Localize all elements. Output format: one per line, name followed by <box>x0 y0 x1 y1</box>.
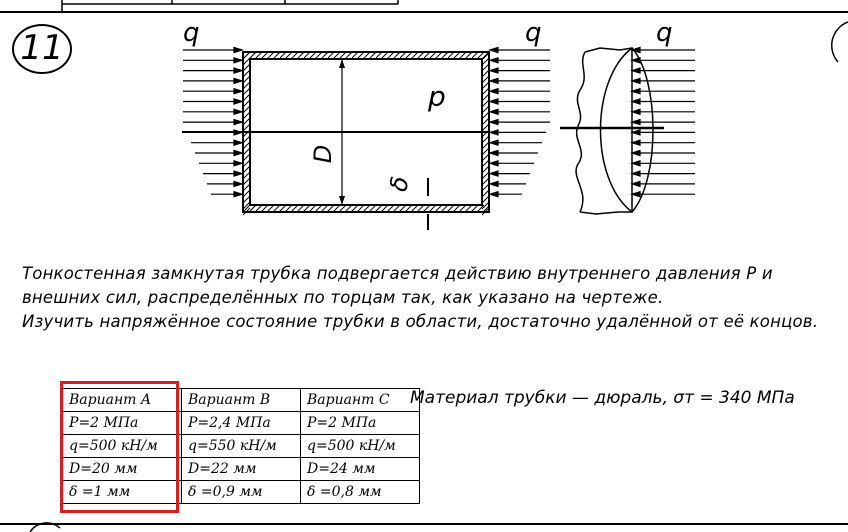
diameter-label: D <box>309 144 338 164</box>
table-row: D=20 мм D=22 мм D=24 мм <box>62 457 420 481</box>
description-line: внешних сил, распределённых по торцам та… <box>22 288 664 307</box>
table-cell: P=2 МПа <box>300 411 420 435</box>
material-note: Материал трубки — дюраль, σт = 340 МПа <box>410 388 795 408</box>
pressure-label: p <box>428 80 446 113</box>
load-label-sketch: q <box>656 18 673 48</box>
right-load-arrows <box>487 46 550 198</box>
problem-number: 11 <box>12 24 72 74</box>
description-line: Тонкостенная замкнутая трубка подвергает… <box>22 264 773 283</box>
variant-a-header[interactable]: Вариант A <box>62 388 182 412</box>
table-cell: δ =0,8 мм <box>300 480 420 504</box>
table-cell: δ =0,9 мм <box>181 480 301 504</box>
table-cell: D=20 мм <box>62 457 182 481</box>
stress-distribution-sketch <box>560 47 664 215</box>
description-line: Изучить напряжённое состояние трубки в о… <box>22 312 819 331</box>
left-load-arrows <box>183 46 245 198</box>
load-label-right: q <box>525 18 542 48</box>
table-row: P=2 МПа P=2,4 МПа P=2 МПа <box>62 411 420 435</box>
variants-table: Вариант A Вариант B Вариант C P=2 МПа P=… <box>62 388 420 504</box>
table-row: δ =1 мм δ =0,9 мм δ =0,8 мм <box>62 480 420 504</box>
selected-variant-highlight <box>60 381 179 513</box>
table-cell: q=550 кН/м <box>181 434 301 458</box>
load-label-left: q <box>183 18 200 48</box>
variant-c-header[interactable]: Вариант C <box>300 388 420 412</box>
tube-section <box>182 51 491 230</box>
table-row: Вариант A Вариант B Вариант C <box>62 388 420 412</box>
problem-description: Тонкостенная замкнутая трубка подвергает… <box>22 262 842 334</box>
sketch-load-arrows <box>629 46 695 198</box>
table-cell: δ =1 мм <box>62 480 182 504</box>
table-cell: P=2,4 МПа <box>181 411 301 435</box>
table-cell: D=22 мм <box>181 457 301 481</box>
table-cell: D=24 мм <box>300 457 420 481</box>
table-cell: q=500 кН/м <box>300 434 420 458</box>
variant-b-header[interactable]: Вариант B <box>181 388 301 412</box>
